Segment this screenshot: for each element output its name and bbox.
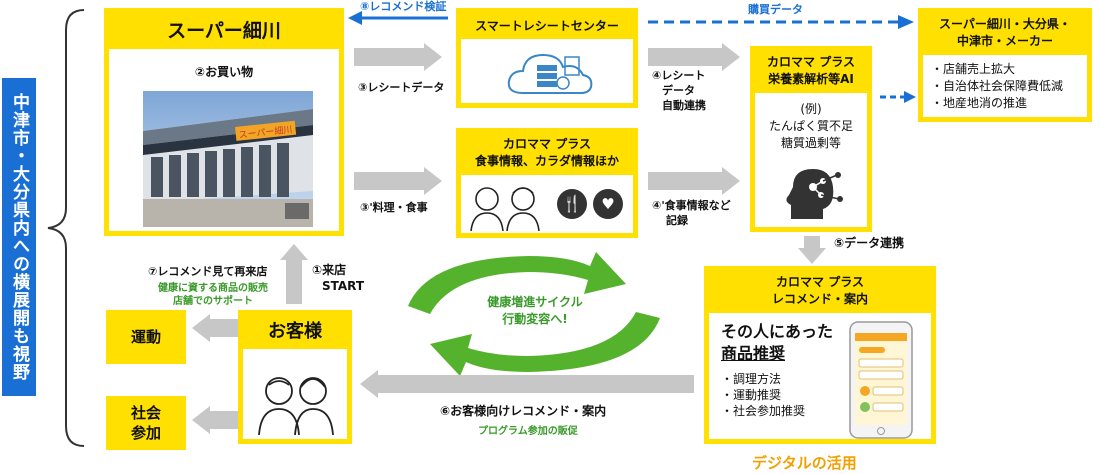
list-item: ・調理方法 <box>721 372 782 386</box>
social-participation-box: 社会 参加 <box>106 396 186 450</box>
customer-couple-icon <box>258 377 334 435</box>
brace-icon <box>47 9 85 447</box>
customer-title: お客様 <box>243 315 347 349</box>
data-link-label: ⑤データ連携 <box>834 236 905 250</box>
stakeholders-list: ・店舗売上拡大 ・自治体社会保障費低減 ・地産地消の推進 <box>923 55 1087 112</box>
receipt-data-arrow <box>354 48 424 66</box>
list-item: ・店舗売上拡大 <box>931 62 1016 76</box>
calomama-ai-title: カロママ プラス 栄養素解析等AI <box>755 51 867 93</box>
recommend-sub-label: プログラム参加の販促 <box>478 426 578 437</box>
list-item: ・自治体社会保障費低減 <box>931 79 1064 93</box>
list-item: ・地産地消の推進 <box>931 96 1028 110</box>
visit-label: ①来店 START <box>312 263 365 293</box>
stakeholders-title: スーパー細川・大分県・ 中津市・メーカー <box>923 13 1087 55</box>
health-icon: ♥ <box>593 189 623 219</box>
cloud-server-icon <box>507 53 593 94</box>
health-cycle-text: 健康増進サイクル 行動変容へ! <box>487 295 583 326</box>
meal-icon: 🍴 <box>557 189 587 219</box>
auto-link-arrow <box>648 48 722 66</box>
auto-link-label: ④レシート データ 自動連携 <box>652 69 706 112</box>
store-photo: スーパー細川 <box>143 91 313 227</box>
meal-record-arrow <box>648 172 722 190</box>
data-link-arrow <box>804 236 820 248</box>
shopping-step-label: ②お買い物 <box>194 65 254 79</box>
purchase-data-label: 購買データ <box>748 3 803 16</box>
cooking-arrow <box>354 172 424 190</box>
recommend-customer-arrow <box>360 370 378 398</box>
ai-head-icon <box>786 169 843 219</box>
verify-label: ⑧レコメンド検証 <box>360 0 447 13</box>
calomama-meal-title: カロママ プラス 食事情報、カラダ情報ほか <box>461 133 633 175</box>
elderly-couple-icon <box>470 187 540 231</box>
smartphone-icon <box>849 321 913 439</box>
visit-arrow <box>280 244 308 260</box>
calomama-recommend-title: カロママ プラス レコメンド・案内 <box>709 271 931 313</box>
revisit-sub-label: 健康に資する商品の販売 店舗でのサポート <box>158 283 268 307</box>
benefit-arrow <box>880 91 916 103</box>
social-arrow <box>192 406 210 434</box>
receipt-data-label: ③レシートデータ <box>358 81 445 94</box>
health-cycle-graphic <box>408 252 660 376</box>
recommend-headline: その人にあった 商品推奨 <box>721 322 834 363</box>
customer-box: お客様 <box>238 310 352 444</box>
calomama-ai-box: カロママ プラス 栄養素解析等AI (例) たんぱく質不足 糖質過剰等 <box>750 46 872 232</box>
meal-record-label: ④'食事情報など 記録 <box>652 199 731 227</box>
smart-receipt-title: スマートレシートセンター <box>461 13 633 39</box>
verify-arrow <box>348 11 448 25</box>
list-item: ・運動推奨 <box>721 388 782 402</box>
ai-example: (例) たんぱく質不足 糖質過剰等 <box>768 102 853 150</box>
exercise-box: 運動 <box>106 310 186 364</box>
stakeholders-box: スーパー細川・大分県・ 中津市・メーカー ・店舗売上拡大 ・自治体社会保障費低減… <box>918 8 1092 122</box>
side-title-bar: 中津市・大分県内への横展開も視野 <box>2 78 36 396</box>
calomama-meal-box: カロママ プラス 食事情報、カラダ情報ほか 🍴 ♥ <box>456 128 638 238</box>
smart-receipt-box: スマートレシートセンター <box>456 8 638 108</box>
recommend-customer-label: ⑥お客様向けレコメンド・案内 <box>440 404 607 418</box>
purchase-data-arrow <box>648 15 914 29</box>
revisit-label: ⑦レコメンド見て再来店 <box>148 265 268 278</box>
super-hosokawa-title: スーパー細川 <box>109 13 339 49</box>
super-hosokawa-box: スーパー細川 ②お買い物 スーパー細川 <box>104 8 344 236</box>
side-title: 中津市・大分県内への横展開も視野 <box>9 93 29 381</box>
cooking-label: ③'料理・食事 <box>360 201 428 214</box>
exercise-arrow <box>192 314 210 342</box>
digital-label: デジタルの活用 <box>752 454 857 472</box>
recommend-list: ・調理方法 ・運動推奨 ・社会参加推奨 <box>721 371 931 419</box>
calomama-recommend-box: カロママ プラス レコメンド・案内 その人にあった 商品推奨 ・調理方法 ・運動… <box>704 266 936 444</box>
list-item: ・社会参加推奨 <box>721 404 806 418</box>
